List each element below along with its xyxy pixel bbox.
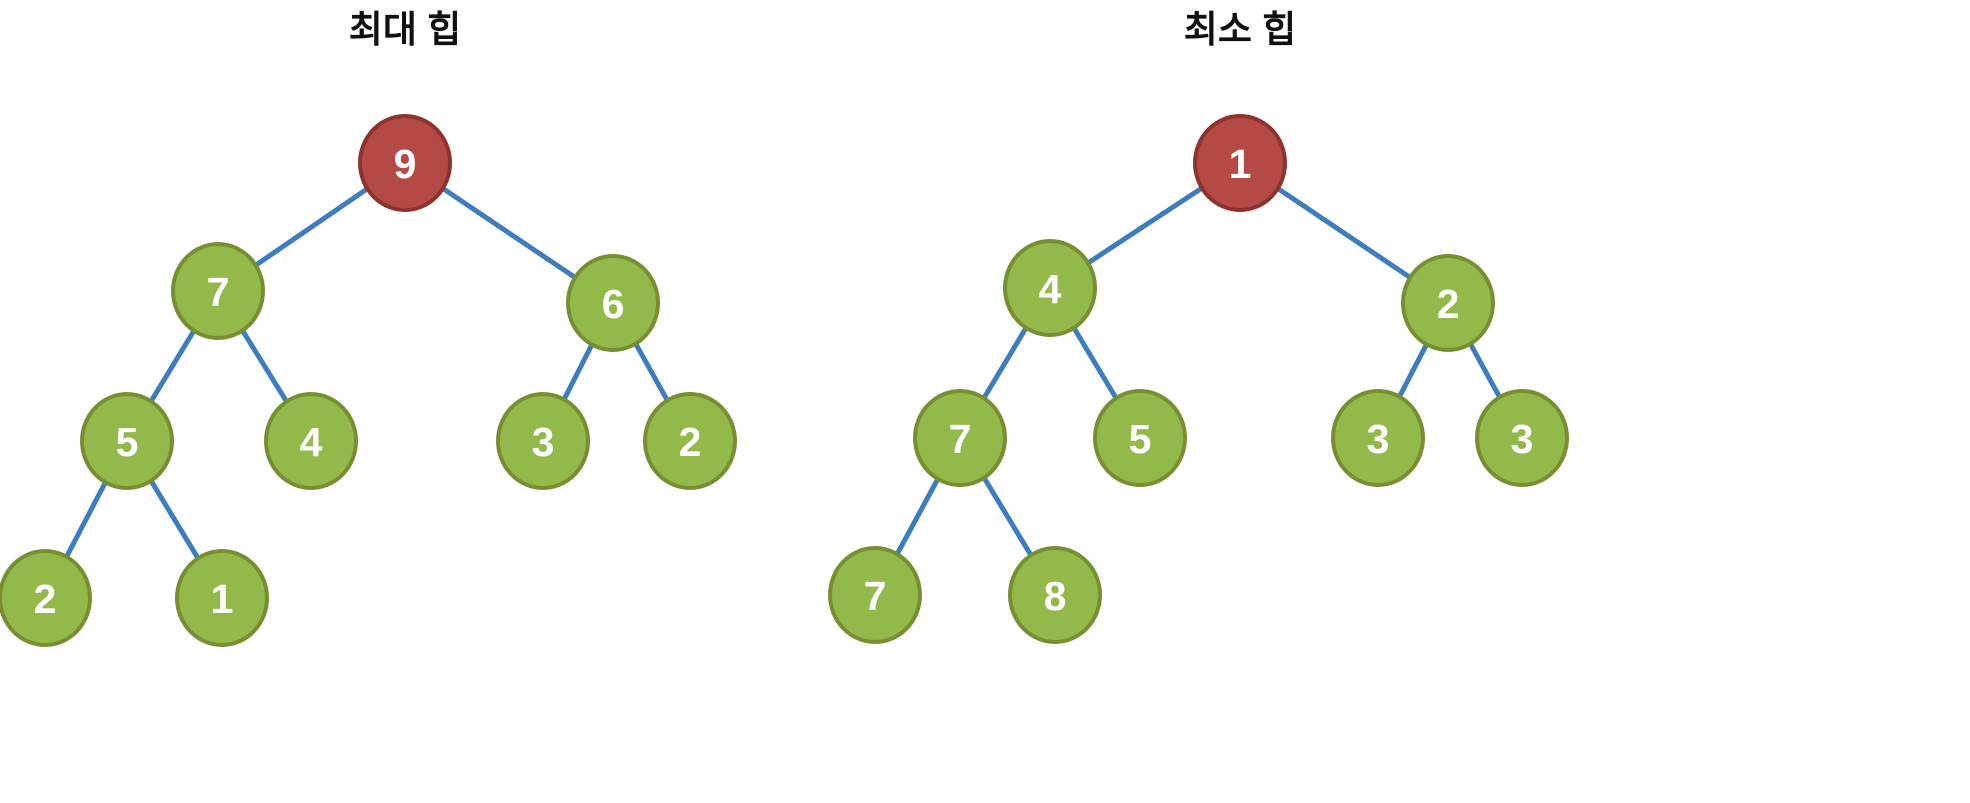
node-circle[interactable]: [264, 392, 358, 490]
tree-node[interactable]: 2: [1401, 254, 1495, 352]
tree-edge: [147, 326, 198, 406]
node-circle[interactable]: [828, 546, 922, 644]
node-circle[interactable]: [1331, 389, 1425, 487]
tree-title-min-heap: 최소 힙: [1184, 9, 1296, 50]
tree-edge: [238, 325, 291, 407]
tree-node[interactable]: 4: [264, 392, 358, 490]
titles-layer: 최대 힙 최소 힙: [349, 9, 1296, 50]
node-circle[interactable]: [913, 389, 1007, 487]
node-circle[interactable]: [358, 114, 452, 212]
tree-edge: [147, 476, 202, 563]
node-circle[interactable]: [1475, 389, 1569, 487]
node-value-label: 9: [394, 141, 417, 187]
tree-title-max-heap: 최대 힙: [349, 9, 461, 50]
node-circle[interactable]: [496, 392, 590, 490]
node-value-label: 8: [1044, 573, 1067, 619]
node-circle[interactable]: [643, 392, 737, 490]
tree-edge: [251, 185, 372, 269]
tree-node[interactable]: 3: [1475, 389, 1569, 487]
node-value-label: 1: [1229, 141, 1252, 187]
node-circle[interactable]: [0, 549, 92, 647]
node-value-label: 3: [532, 419, 555, 465]
node-value-label: 5: [116, 419, 139, 465]
tree-edge: [1274, 185, 1414, 281]
node-circle[interactable]: [1003, 239, 1097, 337]
tree-node[interactable]: 2: [0, 549, 92, 647]
tree-edge: [980, 323, 1030, 403]
node-value-label: 7: [864, 573, 887, 619]
node-value-label: 3: [1367, 416, 1390, 462]
tree-edge: [560, 339, 596, 405]
node-circle[interactable]: [1193, 114, 1287, 212]
tree-node[interactable]: 3: [496, 392, 590, 490]
tree-edge: [1466, 339, 1504, 402]
tree-edge: [439, 185, 579, 281]
tree-node[interactable]: 9: [358, 114, 452, 212]
node-value-label: 2: [1437, 281, 1460, 327]
node-value-label: 2: [679, 419, 702, 465]
tree-edge: [1070, 323, 1120, 403]
node-value-label: 6: [602, 281, 625, 327]
node-value-label: 2: [34, 576, 57, 622]
node-circle[interactable]: [175, 549, 269, 647]
node-value-label: 4: [300, 419, 323, 465]
node-circle[interactable]: [171, 242, 265, 340]
tree-edge: [631, 338, 672, 406]
tree-node[interactable]: 8: [1008, 546, 1102, 644]
tree-edge: [1084, 184, 1206, 267]
node-value-label: 3: [1511, 416, 1534, 462]
tree-node[interactable]: 1: [175, 549, 269, 647]
tree-node[interactable]: 5: [1093, 389, 1187, 487]
tree-node[interactable]: 2: [643, 392, 737, 490]
node-value-label: 5: [1129, 416, 1152, 462]
tree-edge: [1395, 339, 1431, 402]
tree-node[interactable]: 1: [1193, 114, 1287, 212]
tree-node[interactable]: 6: [566, 254, 660, 352]
node-value-label: 4: [1039, 266, 1062, 312]
node-circle[interactable]: [80, 392, 174, 490]
node-circle[interactable]: [566, 254, 660, 352]
nodes-layer: 9 7 6 5 4 3 2 2 1 1 4 2 7 5 3 3 7 8: [0, 114, 1569, 647]
node-circle[interactable]: [1401, 254, 1495, 352]
tree-node[interactable]: 4: [1003, 239, 1097, 337]
tree-edge: [980, 473, 1035, 560]
tree-edge: [893, 474, 942, 559]
node-value-label: 1: [211, 576, 234, 622]
edges-layer: [62, 184, 1504, 563]
node-value-label: 7: [207, 269, 230, 315]
tree-node[interactable]: 7: [913, 389, 1007, 487]
node-circle[interactable]: [1093, 389, 1187, 487]
tree-edge: [62, 477, 110, 562]
tree-node[interactable]: 7: [171, 242, 265, 340]
node-circle[interactable]: [1008, 546, 1102, 644]
tree-node[interactable]: 3: [1331, 389, 1425, 487]
node-value-label: 7: [949, 416, 972, 462]
tree-node[interactable]: 5: [80, 392, 174, 490]
tree-node[interactable]: 7: [828, 546, 922, 644]
